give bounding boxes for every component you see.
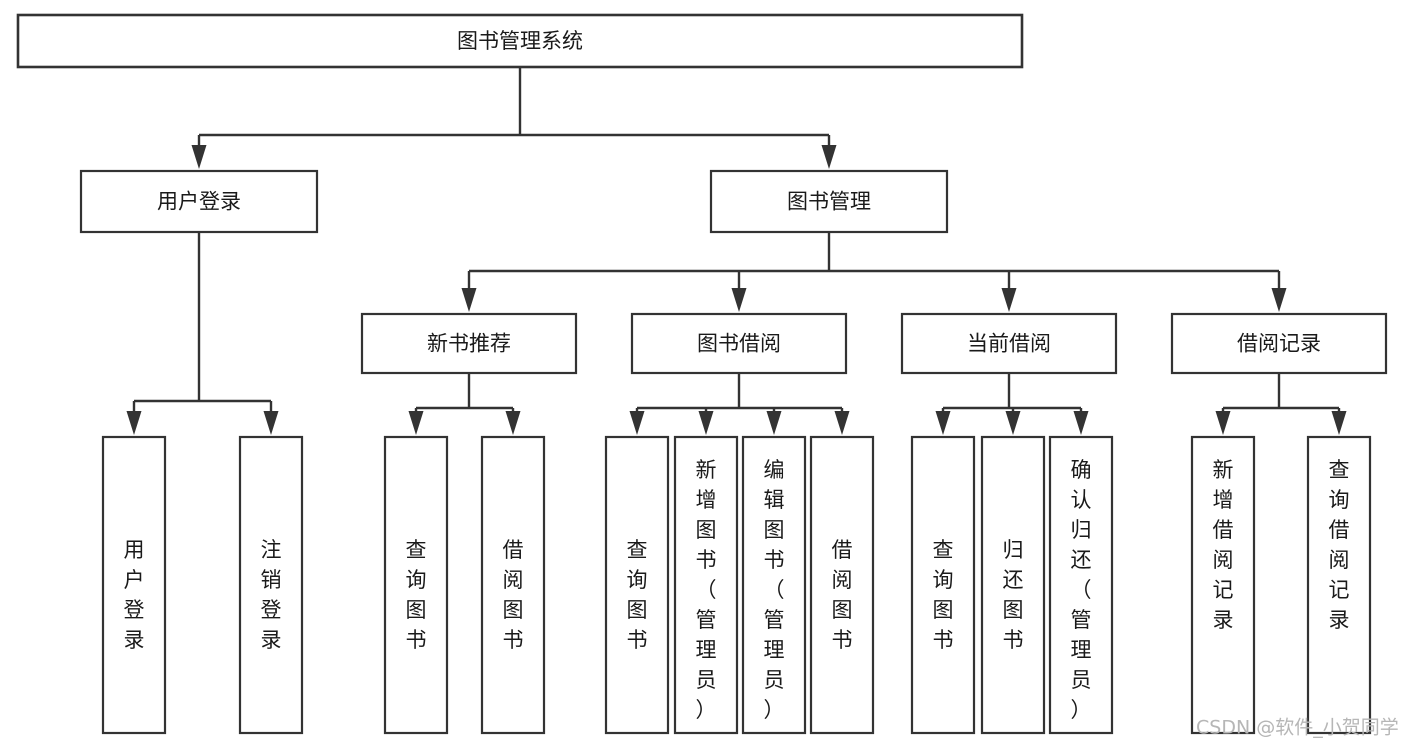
arrow-head-icon xyxy=(461,288,477,312)
node-box-leaf-borrow-book-a[interactable] xyxy=(480,435,546,735)
node-label-root: 图书管理系统 xyxy=(457,29,583,53)
node-box-leaf-logout[interactable] xyxy=(238,435,304,735)
node-current-borrow[interactable]: 当前借阅 xyxy=(900,312,1118,375)
node-label-current-borrow: 当前借阅 xyxy=(967,332,1051,356)
node-leaf-user-login[interactable]: 用户登录 xyxy=(101,435,167,735)
node-label-leaf-confirm-return: 确认归还（管理员） xyxy=(1071,458,1092,722)
connector-group-root xyxy=(191,67,837,169)
node-user-login[interactable]: 用户登录 xyxy=(79,169,319,234)
arrow-head-icon xyxy=(1073,411,1089,435)
connector-group-book-borrow xyxy=(629,373,850,435)
arrow-head-icon xyxy=(629,411,645,435)
connector-group-user-login xyxy=(126,232,279,435)
arrow-head-icon xyxy=(935,411,951,435)
node-label-leaf-edit-book: 编辑图书（管理员） xyxy=(764,458,785,722)
node-box-leaf-confirm-return[interactable] xyxy=(1048,435,1114,735)
connector-group-current-borrow xyxy=(935,373,1089,435)
arrow-head-icon xyxy=(126,411,142,435)
node-box-leaf-edit-book[interactable] xyxy=(741,435,807,735)
node-box-borrow-record[interactable] xyxy=(1170,312,1388,375)
node-label-leaf-logout: 注销登录 xyxy=(261,538,282,652)
node-label-leaf-query-book-a: 查询图书 xyxy=(406,538,427,652)
node-label-book-borrow: 图书借阅 xyxy=(697,332,781,356)
node-box-leaf-query-book-c[interactable] xyxy=(910,435,976,735)
node-box-book-borrow[interactable] xyxy=(630,312,848,375)
arrow-head-icon xyxy=(191,145,207,169)
node-label-borrow-record: 借阅记录 xyxy=(1237,332,1321,356)
node-label-leaf-borrow-book-a: 借阅图书 xyxy=(503,538,524,652)
arrow-head-icon xyxy=(263,411,279,435)
arrow-head-icon xyxy=(1331,411,1347,435)
arrow-head-icon xyxy=(698,411,714,435)
node-box-leaf-add-book[interactable] xyxy=(673,435,739,735)
node-box-leaf-borrow-book-b[interactable] xyxy=(809,435,875,735)
node-label-leaf-query-record: 查询借阅记录 xyxy=(1329,458,1350,632)
node-box-leaf-add-record[interactable] xyxy=(1190,435,1256,735)
csdn-watermark: CSDN @软件_小贺同学 xyxy=(1196,717,1399,739)
connectors-layer xyxy=(126,67,1347,435)
node-box-book-manage[interactable] xyxy=(709,169,949,234)
node-box-user-login[interactable] xyxy=(79,169,319,234)
node-label-leaf-add-book: 新增图书（管理员） xyxy=(696,458,717,722)
node-label-user-login: 用户登录 xyxy=(157,190,241,214)
node-box-new-book-rec[interactable] xyxy=(360,312,578,375)
node-leaf-add-book[interactable]: 新增图书（管理员） xyxy=(673,435,739,735)
node-box-leaf-query-record[interactable] xyxy=(1306,435,1372,735)
node-box-leaf-query-book-a[interactable] xyxy=(383,435,449,735)
node-box-leaf-return-book[interactable] xyxy=(980,435,1046,735)
node-label-leaf-query-book-b: 查询图书 xyxy=(627,538,648,652)
arrow-head-icon xyxy=(408,411,424,435)
arrow-head-icon xyxy=(731,288,747,312)
node-label-book-manage: 图书管理 xyxy=(787,190,871,214)
arrow-head-icon xyxy=(766,411,782,435)
node-leaf-edit-book[interactable]: 编辑图书（管理员） xyxy=(741,435,807,735)
node-label-leaf-query-book-c: 查询图书 xyxy=(933,538,954,652)
node-root[interactable]: 图书管理系统 xyxy=(16,13,1024,69)
node-box-leaf-query-book-b[interactable] xyxy=(604,435,670,735)
node-label-leaf-borrow-book-b: 借阅图书 xyxy=(832,538,853,652)
connector-group-borrow-record xyxy=(1215,373,1347,435)
node-leaf-query-book-b[interactable]: 查询图书 xyxy=(604,435,670,735)
node-leaf-borrow-book-b[interactable]: 借阅图书 xyxy=(809,435,875,735)
node-new-book-rec[interactable]: 新书推荐 xyxy=(360,312,578,375)
node-book-borrow[interactable]: 图书借阅 xyxy=(630,312,848,375)
arrow-head-icon xyxy=(1001,288,1017,312)
node-leaf-add-record[interactable]: 新增借阅记录 xyxy=(1190,435,1256,735)
node-label-leaf-user-login: 用户登录 xyxy=(124,538,145,652)
node-book-manage[interactable]: 图书管理 xyxy=(709,169,949,234)
node-leaf-query-book-a[interactable]: 查询图书 xyxy=(383,435,449,735)
node-leaf-query-book-c[interactable]: 查询图书 xyxy=(910,435,976,735)
node-box-leaf-user-login[interactable] xyxy=(101,435,167,735)
node-label-leaf-return-book: 归还图书 xyxy=(1003,538,1024,652)
arrow-head-icon xyxy=(505,411,521,435)
connector-group-new-book-rec xyxy=(408,373,521,435)
node-label-leaf-add-record: 新增借阅记录 xyxy=(1213,458,1234,632)
node-leaf-borrow-book-a[interactable]: 借阅图书 xyxy=(480,435,546,735)
arrow-head-icon xyxy=(821,145,837,169)
node-leaf-return-book[interactable]: 归还图书 xyxy=(980,435,1046,735)
node-box-current-borrow[interactable] xyxy=(900,312,1118,375)
arrow-head-icon xyxy=(1005,411,1021,435)
nodes-layer: 图书管理系统用户登录图书管理新书推荐图书借阅当前借阅借阅记录用户登录注销登录查询… xyxy=(16,13,1388,735)
node-label-new-book-rec: 新书推荐 xyxy=(427,332,511,356)
node-leaf-query-record[interactable]: 查询借阅记录 xyxy=(1306,435,1372,735)
arrow-head-icon xyxy=(1215,411,1231,435)
node-leaf-logout[interactable]: 注销登录 xyxy=(238,435,304,735)
node-leaf-confirm-return[interactable]: 确认归还（管理员） xyxy=(1048,435,1114,735)
node-box-root[interactable] xyxy=(16,13,1024,69)
arrow-head-icon xyxy=(1271,288,1287,312)
node-borrow-record[interactable]: 借阅记录 xyxy=(1170,312,1388,375)
arrow-head-icon xyxy=(834,411,850,435)
connector-group-book-manage xyxy=(461,232,1287,312)
